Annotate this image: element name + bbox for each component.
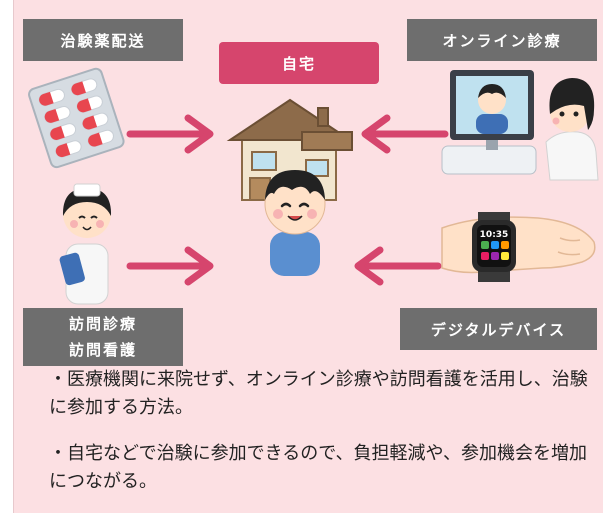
label-drug-delivery: 治験薬配送 xyxy=(23,19,183,61)
house-icon xyxy=(226,98,354,201)
arrow-from-pills-icon xyxy=(126,114,214,154)
label-digital-devices: デジタルデバイス xyxy=(400,308,597,350)
nurse-icon xyxy=(59,183,112,305)
label-online-care: オンライン診療 xyxy=(407,19,597,61)
pill-pack-icon xyxy=(28,67,125,169)
watch-time: 10:35 xyxy=(480,230,509,240)
smartwatch-icon: 10:35 xyxy=(441,212,596,282)
arrow-from-watch-icon xyxy=(354,246,442,286)
label-visit-line2: 訪問看護 xyxy=(68,341,137,359)
online-consultation-icon xyxy=(441,70,599,181)
arrow-from-online-icon xyxy=(361,114,449,154)
label-visit-line1: 訪問診療 xyxy=(68,315,137,333)
patient-boy-icon xyxy=(264,170,326,276)
label-home: 自宅 xyxy=(219,42,379,84)
arrow-from-nurse-icon xyxy=(126,246,214,286)
description-2: ・自宅などで治験に参加できるので、負担軽減や、参加機会を増加につながる。 xyxy=(49,443,588,492)
label-visit-care: 訪問診療 訪問看護 xyxy=(23,308,183,366)
description-1: ・医療機関に来院せず、オンライン診療や訪問看護を活用し、治験に参加する方法。 xyxy=(49,369,588,418)
